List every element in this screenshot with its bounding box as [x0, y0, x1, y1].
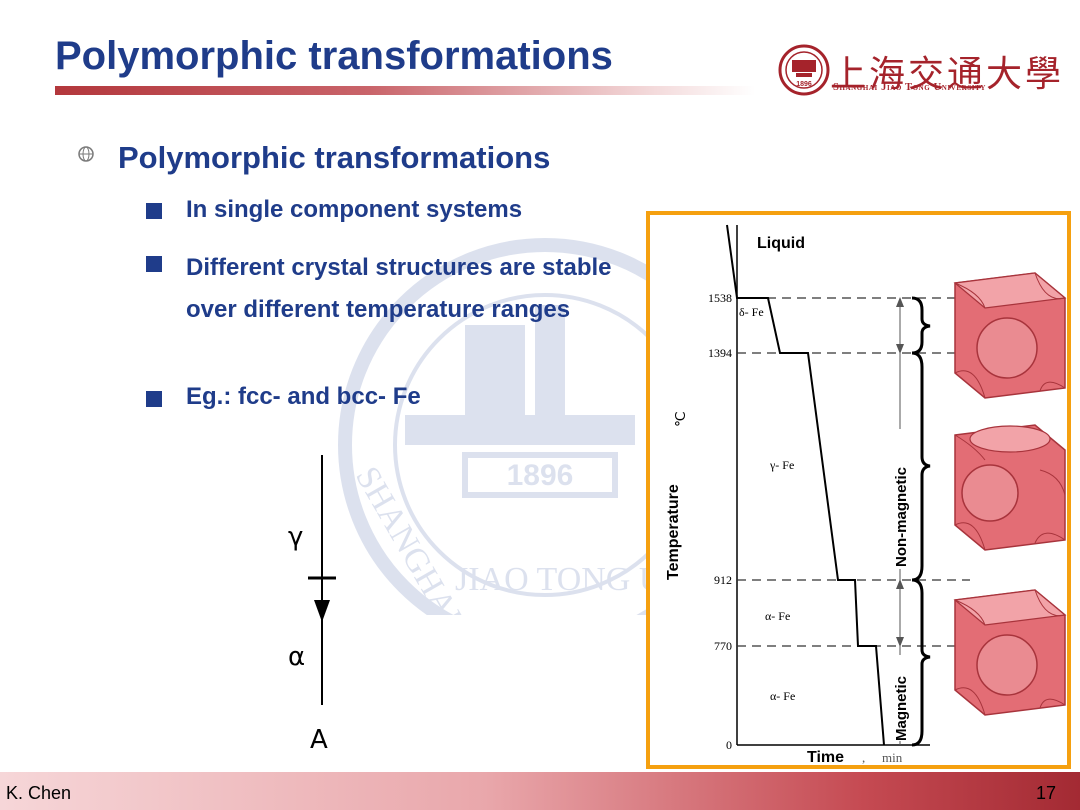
footer-bar — [0, 772, 1080, 810]
footer-author: K. Chen — [6, 783, 72, 803]
arrow-bottom-phase: α — [288, 642, 305, 672]
y-axis-label: Temperature — [665, 484, 682, 580]
seal-year: 1896 — [796, 81, 812, 88]
tick-770: 770 — [714, 639, 732, 653]
title-underline — [55, 86, 755, 95]
bcc-cube-icon-delta — [953, 272, 1067, 399]
arrow-down-icon — [314, 600, 330, 622]
globe-bullet-icon — [78, 146, 94, 162]
sub-bullet-1: In single component systems — [186, 196, 523, 223]
phase-gamma-fe: γ- Fe — [769, 458, 794, 472]
logo-chinese-name: 上海交通大學 — [830, 54, 1065, 95]
arrow-base-label: A — [310, 725, 328, 755]
y-axis-unit: ℃ — [674, 411, 689, 427]
page-number: 17 — [1035, 783, 1056, 803]
tick-0: 0 — [726, 738, 732, 752]
seal-icon — [778, 44, 830, 96]
square-bullet-icon — [146, 203, 162, 219]
watermark-seal: 1896 SHANGHAI JIAO TONG U — [338, 238, 675, 615]
tick-912: 912 — [714, 573, 732, 587]
label-liquid: Liquid — [757, 235, 805, 252]
x-axis-label: Time — [807, 749, 844, 765]
logo-english-name: Shanghai Jiao Tong University — [833, 82, 987, 93]
arrow-top-phase: γ — [288, 522, 303, 552]
slide-title: Polymorphic transformations — [55, 34, 613, 78]
brace-alpha — [911, 578, 931, 747]
fcc-cube-icon-gamma — [954, 424, 1066, 551]
x-axis-unit: min — [882, 750, 903, 765]
university-logo: 1896 — [778, 44, 830, 96]
brace-delta — [911, 296, 931, 355]
bcc-cube-icon-alpha — [953, 589, 1067, 716]
transformation-arrow-figure: γ α A — [288, 455, 336, 755]
main-bullet-text: Polymorphic transformations — [118, 140, 551, 175]
label-nonmagnetic: Non-magnetic — [893, 467, 910, 567]
label-magnetic: Magnetic — [893, 676, 910, 741]
brace-gamma — [911, 351, 931, 582]
watermark-text-bottom: JIAO TONG U — [455, 561, 663, 598]
phase-delta-fe: δ- Fe — [739, 305, 764, 319]
iron-cooling-curve-diagram: 1538 1394 912 770 0 Liquid δ- Fe γ- Fe α… — [665, 224, 1067, 765]
phase-alpha-fe-upper: α- Fe — [765, 609, 790, 623]
tick-1538: 1538 — [708, 291, 732, 305]
sub-bullet-2: Different crystal structures are stable … — [186, 254, 612, 323]
watermark-year: 1896 — [507, 459, 574, 492]
cooling-curve — [726, 224, 885, 746]
x-axis-separator: , — [862, 750, 865, 765]
square-bullet-icon — [146, 391, 162, 407]
tick-1394: 1394 — [708, 346, 732, 360]
phase-alpha-fe-lower: α- Fe — [770, 689, 795, 703]
square-bullet-icon — [146, 256, 162, 272]
sub-bullet-3: Eg.: fcc- and bcc- Fe — [186, 383, 421, 410]
